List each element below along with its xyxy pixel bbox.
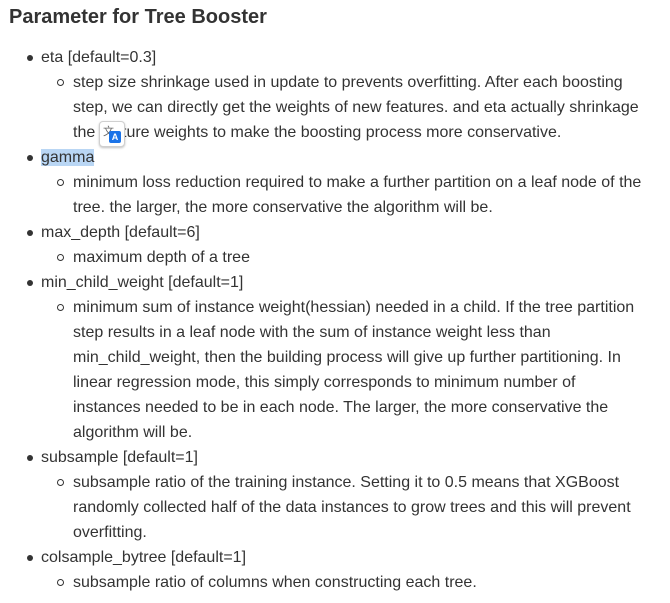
param-min-child-weight: min_child_weight [default=1] xyxy=(41,274,244,291)
param-gamma-highlighted: gamma xyxy=(41,149,95,166)
section-title: Parameter for Tree Booster xyxy=(9,6,267,28)
bullet xyxy=(27,230,33,236)
eta-desc-line-2: step, we can directly get the weights of… xyxy=(73,99,639,116)
eta-desc-line-3: ture weights to make the boosting proces… xyxy=(122,124,562,141)
sub-bullet xyxy=(57,479,64,486)
param-gamma: gamma xyxy=(41,145,95,170)
param-subsample: subsample [default=1] xyxy=(41,449,198,466)
mcw-desc-line-4: linear regression mode, this simply corr… xyxy=(73,374,576,391)
sub-bullet xyxy=(57,179,64,186)
translate-letter: A xyxy=(109,131,121,143)
eta-desc-line-1: step size shrinkage used in update to pr… xyxy=(73,74,623,91)
sub-bullet xyxy=(57,79,64,86)
sub-bullet xyxy=(57,579,64,586)
bullet xyxy=(27,155,33,161)
mcw-desc-line-3: min_child_weight, then the building proc… xyxy=(73,349,621,366)
mcw-desc-line-6: algorithm will be. xyxy=(73,424,193,441)
translate-glyph: 文 xyxy=(103,123,114,139)
sub-bullet xyxy=(57,254,64,261)
param-max-depth: max_depth [default=6] xyxy=(41,224,200,241)
param-eta: eta [default=0.3] xyxy=(41,49,157,66)
bullet xyxy=(27,280,33,286)
subsample-desc-line-2: randomly collected half of the data inst… xyxy=(73,499,631,516)
max-depth-desc-line-1: maximum depth of a tree xyxy=(73,249,250,266)
subsample-desc-line-1: subsample ratio of the training instance… xyxy=(73,474,620,491)
eta-desc-line-3-prefix: the xyxy=(73,124,96,141)
subsample-desc-line-3: overfitting. xyxy=(73,524,147,541)
gamma-desc-line-2: tree. the larger, the more conservative … xyxy=(73,199,493,216)
translate-icon[interactable]: 文 A xyxy=(99,121,125,147)
bullet xyxy=(27,55,33,61)
bullet xyxy=(27,555,33,561)
sub-bullet xyxy=(57,304,64,311)
gamma-desc-line-1: minimum loss reduction required to make … xyxy=(73,174,642,191)
mcw-desc-line-1: minimum sum of instance weight(hessian) … xyxy=(73,299,635,316)
bullet xyxy=(27,455,33,461)
mcw-desc-line-2: step results in a leaf node with the sum… xyxy=(73,324,551,341)
param-colsample-bytree: colsample_bytree [default=1] xyxy=(41,549,247,566)
colsample-desc-line-1: subsample ratio of columns when construc… xyxy=(73,574,477,591)
mcw-desc-line-5: instances needed to be in each node. The… xyxy=(73,399,609,416)
